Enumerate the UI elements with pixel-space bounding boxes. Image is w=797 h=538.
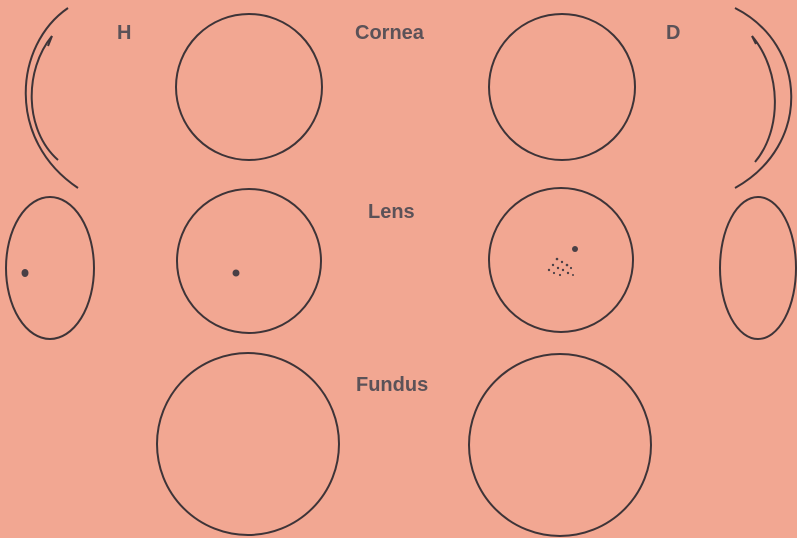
fundus-row-label: Fundus	[356, 375, 428, 395]
cornea-row-label: Cornea	[355, 23, 424, 43]
right-lens-opacity-cluster	[548, 246, 578, 276]
right-fundus-circle	[469, 354, 651, 536]
right-lens-side-ellipse	[720, 197, 796, 339]
lens-row-label: Lens	[368, 202, 415, 222]
right-lens-circle	[489, 188, 633, 332]
left-eye-label: H	[117, 23, 131, 43]
left-lens-opacity-dot	[233, 270, 240, 277]
right-cornea-circle	[489, 14, 635, 160]
left-lens-side-opacity-dot	[22, 269, 29, 277]
left-lens-side-ellipse	[6, 197, 94, 339]
right-cornea-profile-inner-arc	[752, 36, 775, 162]
right-cornea-profile-outer-arc	[735, 8, 791, 188]
left-cornea-profile-outer-arc	[26, 8, 78, 188]
left-lens-circle	[177, 189, 321, 333]
right-eye-label: D	[666, 23, 680, 43]
left-cornea-circle	[176, 14, 322, 160]
left-fundus-circle	[157, 353, 339, 535]
